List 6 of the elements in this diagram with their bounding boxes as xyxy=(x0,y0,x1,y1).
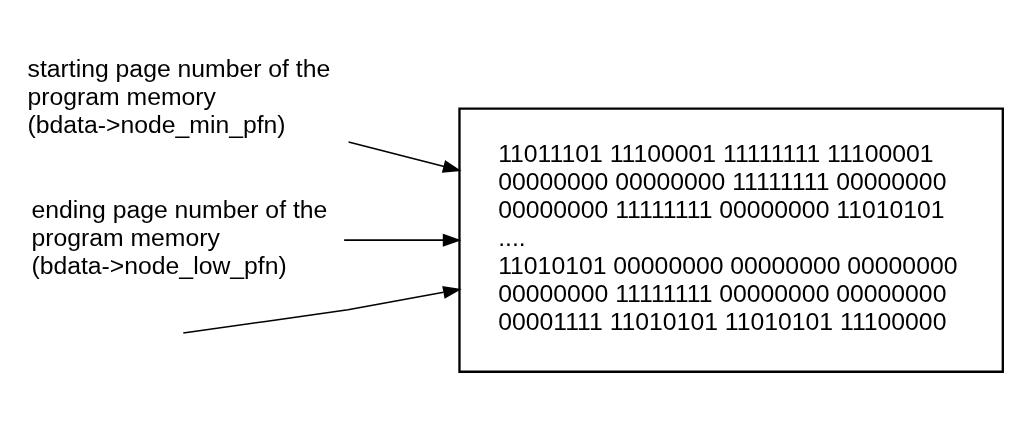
node-text: starting page number of the program memory (bdata->node_min_pfn) xyxy=(27,55,330,139)
arrow xyxy=(347,141,461,173)
arrow xyxy=(182,286,462,334)
node-box: 11011101 11100001 11111111 11100001 00000000 00000000 11111111 00000000 00000000 11111111 00000000 11010101 .... 11010101 00000000 00000000 00000000 00000000 11111111 00000000 00000000 00001111 11010101 11010101 11100000 xyxy=(457,107,1004,373)
arrow xyxy=(342,233,461,247)
node-text: ending page number of the program memory (bdata->node_low_pfn) xyxy=(30,196,327,279)
